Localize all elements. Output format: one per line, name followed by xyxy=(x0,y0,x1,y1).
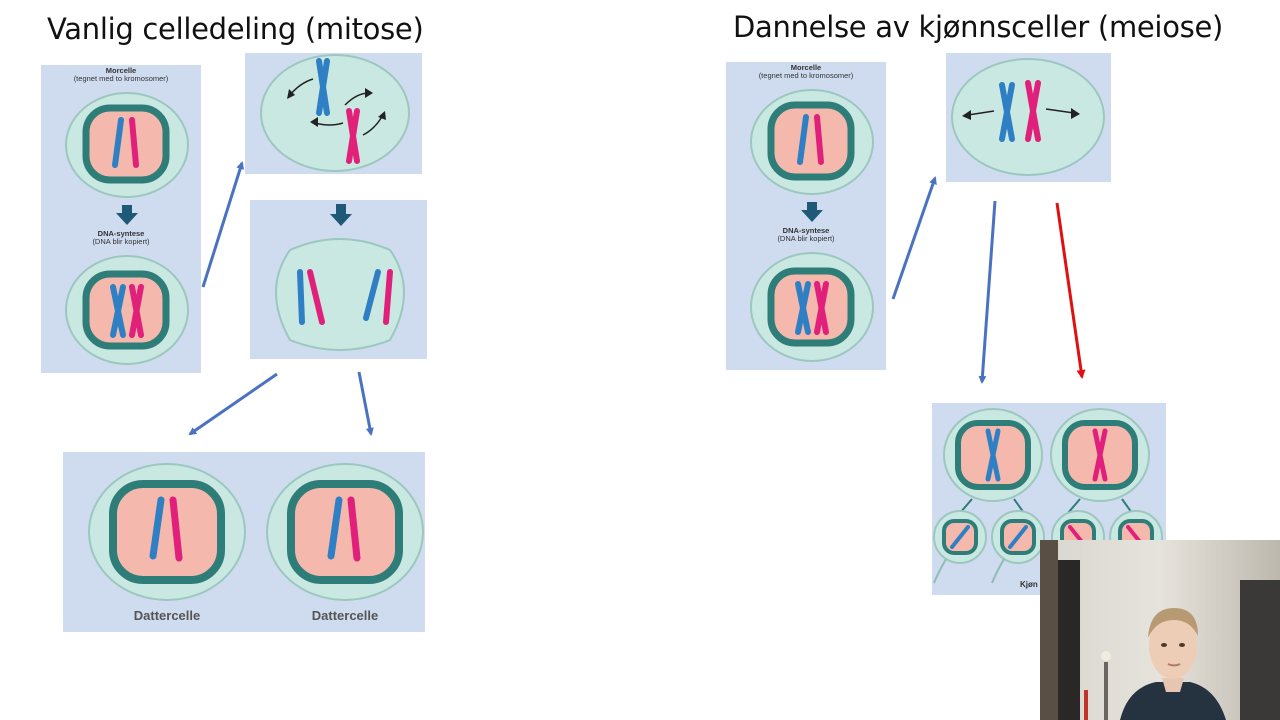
daughter-cell-label-2: Dattercelle xyxy=(311,608,379,623)
arrow-mitosis-to-daughter-left xyxy=(188,372,278,436)
mitosis-dna-label: DNA-syntese xyxy=(97,229,145,238)
right-title: Dannelse av kjønnsceller (meiose) xyxy=(733,10,1223,44)
meiosis-gametes-panel: Kjøn xyxy=(932,403,1166,595)
left-title: Vanlig celledeling (mitose) xyxy=(47,12,424,46)
arrow-mitosis-to-separation xyxy=(201,161,245,288)
arrow-meiosis-red-down xyxy=(1055,202,1086,379)
meiosis-mother-drawing xyxy=(750,89,874,362)
meiosis-mother-cell xyxy=(750,89,874,195)
mitosis-mother-panel: Morcelle (tegnet med to kromosomer) DNA-… xyxy=(41,65,201,373)
presenter-webcam xyxy=(1040,540,1280,720)
mitosis-mother-drawing xyxy=(65,92,189,365)
mitosis-daughter-panel: Dattercelle Dattercelle xyxy=(63,452,425,632)
mitosis-mother-sub: (tegnet med to kromosomer) xyxy=(73,74,169,83)
gamete-1 xyxy=(933,510,987,584)
mitosis-copied-cell xyxy=(65,255,189,365)
meiosis-dna-label: DNA-syntese xyxy=(782,226,830,235)
arrow-meiosis-to-pairing xyxy=(891,176,937,300)
mitosis-separation-drawing xyxy=(260,54,410,172)
mitosis-daughter-drawing xyxy=(88,463,424,601)
mitosis-separation-panel xyxy=(245,53,422,174)
meiosis-copied-cell xyxy=(750,252,874,362)
meiosis-down-arrow xyxy=(801,202,823,222)
meiosis-dna-sub: (DNA blir kopiert) xyxy=(777,234,835,243)
arrow-meiosis-blue-down xyxy=(978,200,997,384)
presenter-video-frame xyxy=(1040,540,1280,720)
meiosis-mother-label: Morcelle xyxy=(790,63,822,72)
daughter-cell-label-1: Dattercelle xyxy=(133,608,201,623)
gamete-label: Kjøn xyxy=(1020,580,1038,589)
mitosis-dividing-panel xyxy=(250,200,427,359)
daughter-cell-1 xyxy=(88,463,246,601)
gamete-2 xyxy=(991,510,1045,584)
mitosis-dividing-drawing xyxy=(275,204,405,351)
arrow-mitosis-to-daughter-right xyxy=(357,371,374,436)
meiosis-pairing-drawing xyxy=(951,58,1105,176)
mitosis-mother-label: Morcelle xyxy=(105,66,137,75)
meiosis-mother-sub: (tegnet med to kromosomer) xyxy=(758,71,854,80)
meiosis-cell-pink xyxy=(1050,408,1150,502)
meiosis-mother-panel: Morcelle (tegnet med to kromosomer) DNA-… xyxy=(726,62,886,370)
meiosis-cell-blue xyxy=(943,408,1043,502)
daughter-cell-2 xyxy=(266,463,424,601)
mitosis-down-arrow xyxy=(116,205,138,225)
mitosis-dna-sub: (DNA blir kopiert) xyxy=(92,237,150,246)
meiosis-pairing-panel xyxy=(946,53,1111,182)
meiosis-gametes-drawing xyxy=(933,408,1163,584)
mitosis-mother-cell xyxy=(65,92,189,198)
